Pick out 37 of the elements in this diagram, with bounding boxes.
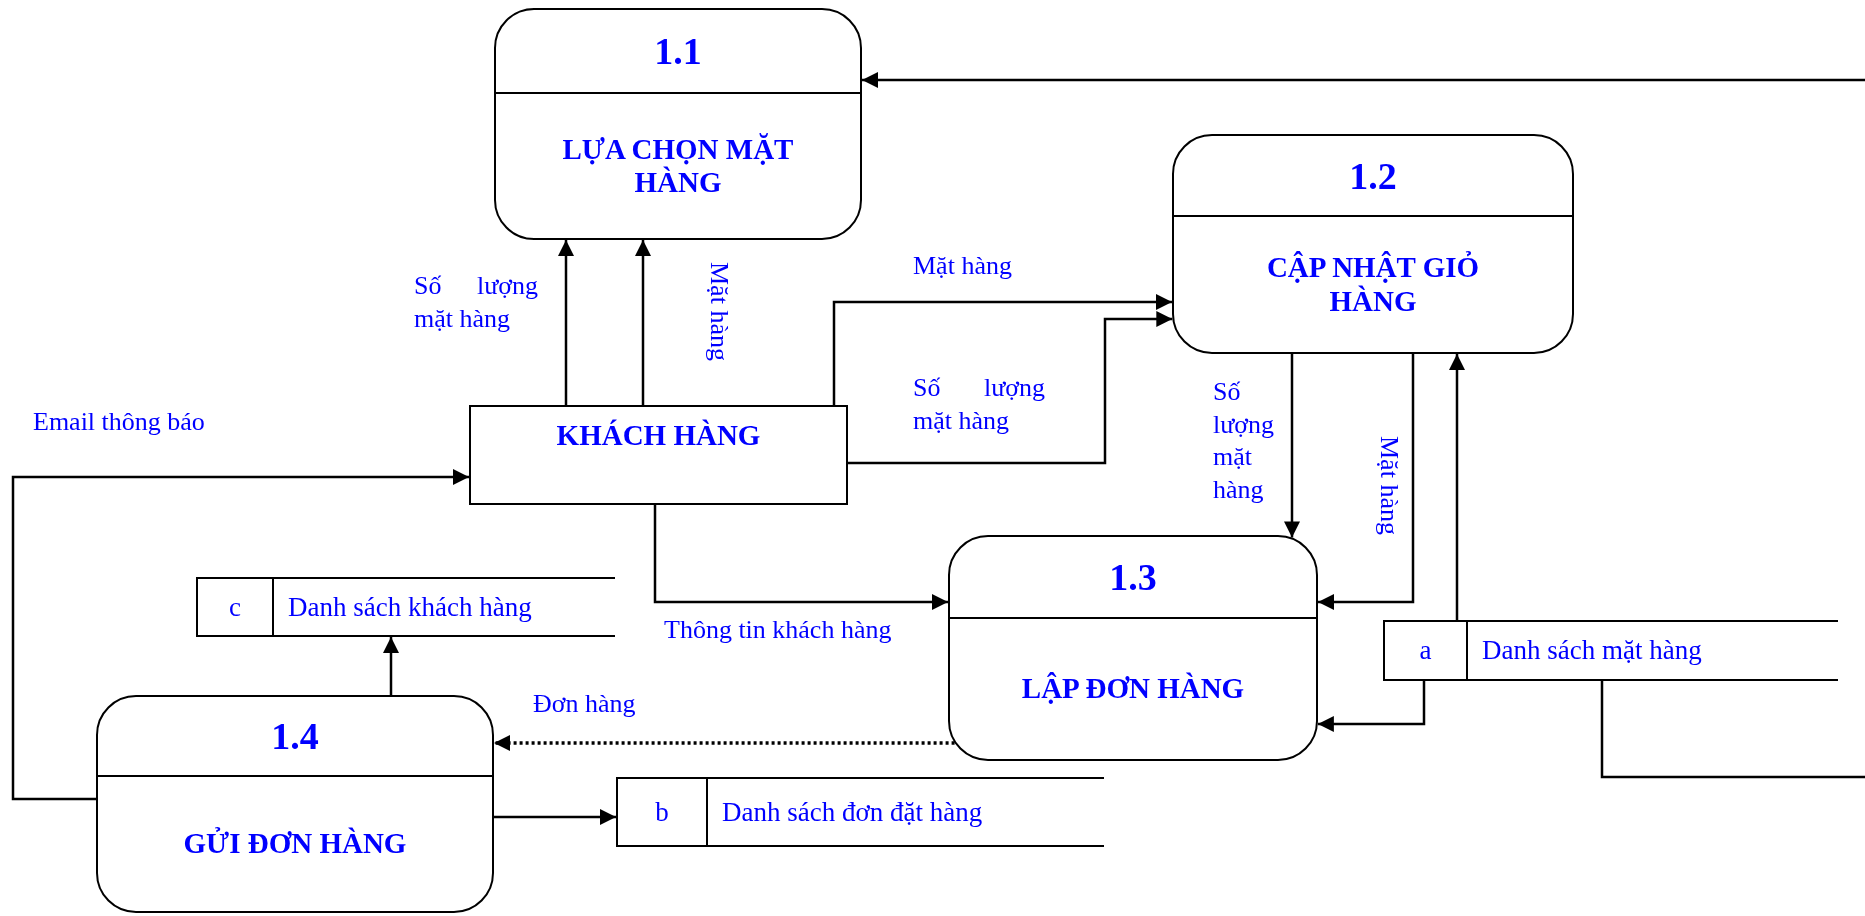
process-box: [96, 695, 494, 913]
arrow: [1449, 354, 1465, 620]
flow-line: [1600, 681, 1865, 779]
store-name: Danh sách đơn đặt hàng: [721, 796, 983, 828]
arrow: [1317, 681, 1426, 732]
process-box: [1172, 134, 1574, 354]
arrow: [494, 809, 616, 825]
process-number: 1.3: [950, 537, 1316, 619]
process-number: 1.4: [98, 697, 492, 777]
arrow: [832, 294, 1172, 405]
arrow: [1318, 354, 1415, 610]
process-box: [948, 535, 1318, 761]
store-id: a: [1383, 620, 1468, 681]
process-title: GỬI ĐƠN HÀNG: [183, 827, 407, 861]
arrow: [653, 505, 948, 610]
arrow: [558, 240, 574, 405]
data-store: [616, 777, 1104, 847]
arrow: [862, 72, 1865, 88]
process-title: LỰA CHỌN MẶT HÀNG: [561, 132, 795, 200]
data-store: [1383, 620, 1838, 681]
process-title: CẬP NHẬT GIỎ HÀNG: [1265, 251, 1481, 318]
process-number: 1.1: [496, 10, 860, 94]
external-entity-box: KHÁCH HÀNG: [469, 405, 848, 505]
store-id: c: [196, 577, 274, 637]
arrow: [635, 240, 651, 405]
process-number: 1.2: [1174, 136, 1572, 217]
arrow: [494, 735, 955, 751]
process-box: [494, 8, 862, 240]
arrow: [1284, 354, 1300, 538]
store-name: Danh sách khách hàng: [287, 591, 532, 623]
store-id: b: [616, 777, 708, 847]
arrow: [848, 311, 1173, 465]
arrow: [11, 469, 469, 801]
data-store: [196, 577, 615, 637]
arrow: [383, 637, 399, 695]
store-name: Danh sách mặt hàng: [1481, 635, 1702, 666]
process-title: LẬP ĐƠN HÀNG: [1021, 672, 1245, 706]
